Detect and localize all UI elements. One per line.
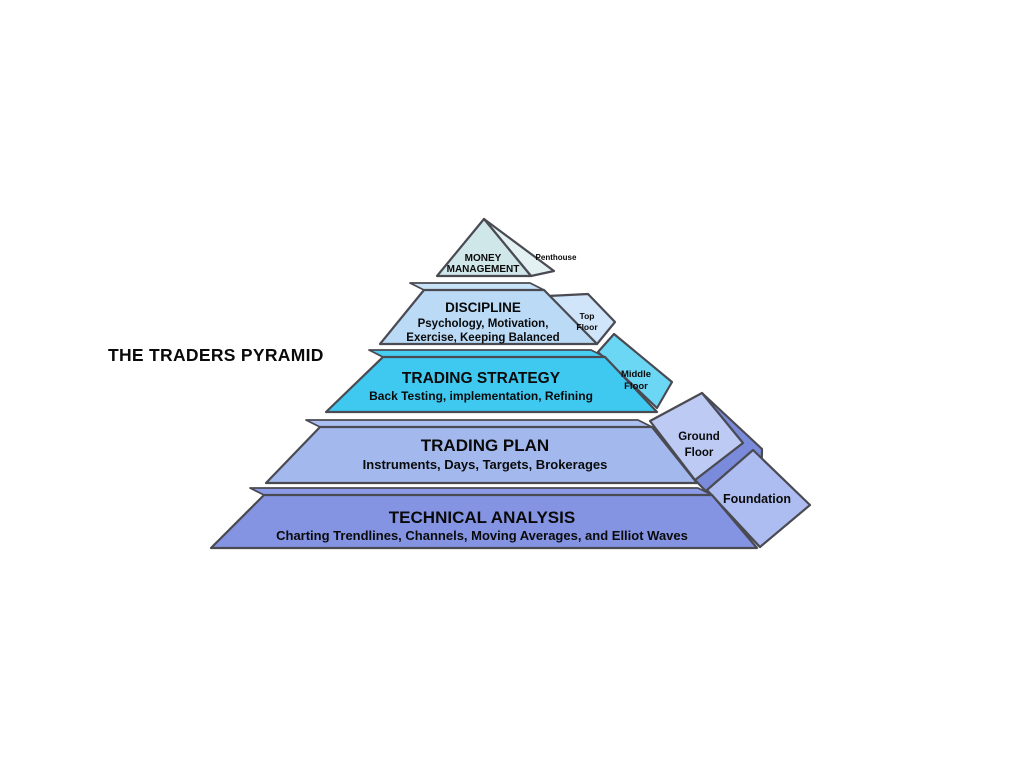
- middle-floor-label-line2: Floor: [624, 381, 648, 392]
- discipline-front-face: [378, 288, 599, 346]
- discipline-detail-line2: Exercise, Keeping Balanced: [406, 332, 559, 344]
- discipline-detail-line1: Psychology, Motivation,: [418, 318, 549, 330]
- money-management-label-line1: MONEY: [465, 253, 502, 264]
- ground-floor-label-line2: Floor: [685, 447, 714, 459]
- middle-floor-side-face: [596, 332, 674, 410]
- discipline-label: DISCIPLINE: [445, 300, 521, 315]
- money-management-front-face: [435, 217, 533, 278]
- penthouse-floor-label: Penthouse: [536, 253, 577, 262]
- trading-strategy-front-face: [324, 355, 659, 414]
- technical-analysis-label: TECHNICAL ANALYSIS: [389, 508, 575, 527]
- technical-analysis-detail: Charting Trendlines, Channels, Moving Av…: [276, 528, 688, 543]
- foundation-floor-label: Foundation: [723, 492, 791, 506]
- top-floor-label-line2: Floor: [576, 322, 598, 332]
- trading-strategy-detail: Back Testing, implementation, Refining: [369, 389, 593, 403]
- ground-floor-label-line1: Ground: [678, 431, 720, 443]
- middle-floor-label-line1: Middle: [621, 369, 651, 380]
- money-management-label-line2: MANAGEMENT: [447, 264, 520, 275]
- technical-analysis-front-face: [209, 493, 759, 550]
- trading-plan-detail: Instruments, Days, Targets, Brokerages: [363, 457, 608, 472]
- foundation-side-face: [705, 448, 812, 549]
- trading-strategy-label: TRADING STRATEGY: [402, 370, 561, 387]
- trading-plan-label: TRADING PLAN: [421, 436, 549, 455]
- diagram-title: THE TRADERS PYRAMID: [108, 345, 324, 365]
- trading-plan-front-face: [264, 425, 699, 485]
- top-floor-label-line1: Top: [580, 311, 595, 321]
